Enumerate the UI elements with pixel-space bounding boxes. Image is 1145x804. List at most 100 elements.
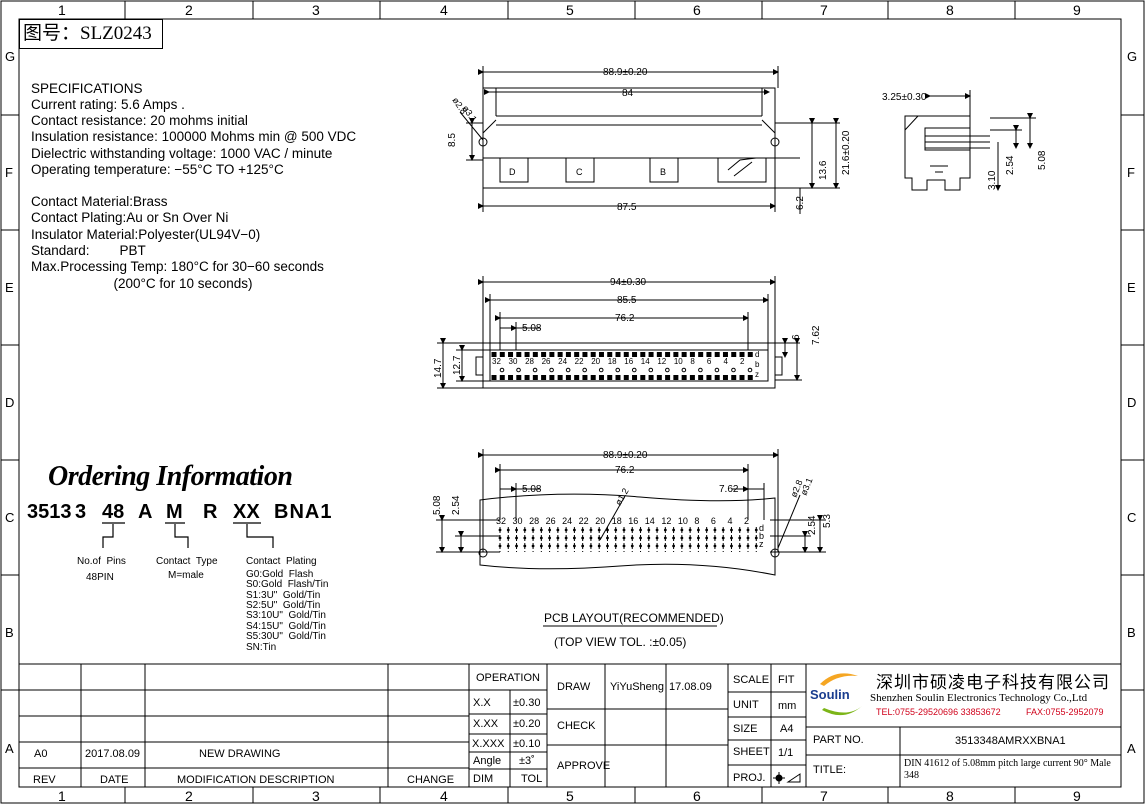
pin-hole [714, 367, 720, 373]
part-no-label: PART NO. [813, 734, 864, 746]
row-label: C [1127, 510, 1137, 525]
pcb-hole [680, 528, 684, 532]
col-label: 3 [312, 2, 320, 18]
pcb-hole [688, 544, 692, 548]
sheet-label: SHEET [733, 746, 770, 758]
tol-dim: X.XX [473, 718, 499, 730]
row-letter: d [755, 350, 759, 359]
plating-label: Contact Plating [246, 556, 317, 567]
pcb-hole [721, 528, 725, 532]
front-view [437, 276, 802, 389]
dim-text: 87.5 [617, 202, 637, 213]
pcb-hole [523, 536, 527, 540]
row-label: D [5, 395, 15, 410]
spec-line: Current rating: 5.6 Amps . [31, 97, 185, 112]
approve-label: APPROVE [557, 760, 611, 772]
pin-square [739, 375, 745, 380]
pin-square [731, 352, 737, 357]
col-label: 1 [58, 788, 66, 804]
pcb-hole [548, 536, 551, 540]
pcb-hole [705, 528, 709, 532]
pin-square [747, 352, 753, 357]
plating-option: S4:15U" Gold/Tin [246, 621, 326, 632]
pcb-hole [564, 528, 568, 532]
col-label: 6 [693, 788, 701, 804]
col-label: 4 [440, 2, 448, 18]
pin-number: 32 [496, 516, 506, 526]
pin-square [491, 375, 497, 380]
size-label: SIZE [733, 723, 758, 735]
tol-value: ±3˚ [519, 755, 535, 767]
plating-option: S1:3U" Gold/Tin [246, 590, 321, 601]
pin-number: 8 [690, 357, 695, 366]
pin-number: 14 [645, 516, 655, 526]
dim-text: 76.2 [615, 313, 635, 324]
title-label: TITLE: [813, 764, 847, 776]
pcb-hole [515, 528, 518, 532]
pcb-hole [597, 544, 601, 548]
row-label: B [5, 625, 14, 640]
pin-number: 18 [608, 357, 617, 366]
pcb-hole [672, 536, 676, 540]
ordering-code-part: BNA1 [274, 501, 333, 523]
pin-hole [598, 367, 604, 373]
proj-label: PROJ. [733, 772, 766, 784]
dim-text: 21.6±0.20 [841, 130, 852, 175]
pcb-hole [713, 536, 717, 540]
dim-text: 12.7 [452, 355, 463, 375]
plating-option: S2:5U" Gold/Tin [246, 600, 321, 611]
dim-text: 88.9±0.20 [603, 67, 648, 78]
dim-text: 7.62 [811, 325, 822, 345]
pcb-hole [531, 528, 535, 532]
draw-label: DRAW [557, 681, 591, 693]
pcb-hole [721, 544, 725, 548]
pin-square [722, 352, 728, 357]
pin-hole [565, 367, 571, 373]
pin-number: 2 [740, 357, 745, 366]
dim-text: 84 [622, 88, 634, 99]
ordering-code-part: M [166, 501, 183, 523]
pin-hole [747, 367, 753, 373]
pcb-hole [573, 544, 576, 548]
pcb-hole [730, 528, 733, 532]
pcb-view [436, 449, 826, 576]
pcb-hole [573, 536, 576, 540]
row-label: C [5, 510, 15, 525]
company-name-en: Shenzhen Soulin Electronics Technology C… [870, 692, 1088, 704]
date-header: DATE [100, 774, 129, 786]
modification-header: MODIFICATION DESCRIPTION [177, 774, 335, 786]
tol-dim: X.XXX [472, 738, 505, 750]
pin-number: 28 [529, 516, 539, 526]
pcb-hole [548, 528, 551, 532]
pcb-hole [515, 536, 518, 540]
col-label: 7 [820, 788, 828, 804]
pin-number: 16 [624, 357, 633, 366]
pin-number: 28 [525, 357, 534, 366]
pin-hole [499, 367, 505, 373]
pin-square [615, 352, 621, 357]
pcb-hole [630, 528, 634, 532]
pin-number: 30 [513, 516, 523, 526]
pcb-hole [564, 544, 568, 548]
dim-text: 8.5 [447, 133, 458, 147]
pin-number: 20 [595, 516, 605, 526]
ordering-title: Ordering Information [48, 461, 293, 492]
pin-hole [681, 367, 687, 373]
pin-square [747, 375, 753, 380]
pin-square [623, 352, 629, 357]
pcb-hole [556, 544, 560, 548]
pcb-hole [523, 544, 527, 548]
pcb-hole [556, 528, 560, 532]
col-label: 9 [1073, 2, 1081, 18]
pcb-hole [738, 544, 742, 548]
size-value: A4 [780, 723, 794, 735]
check-label: CHECK [557, 720, 596, 732]
pin-square [673, 352, 679, 357]
pcb-hole [746, 536, 750, 540]
tol-value: ±0.30 [513, 697, 541, 709]
title-value: DIN 41612 of 5.08mm pitch large current … [904, 758, 1111, 781]
pin-square [524, 375, 530, 380]
pin-square [656, 352, 662, 357]
